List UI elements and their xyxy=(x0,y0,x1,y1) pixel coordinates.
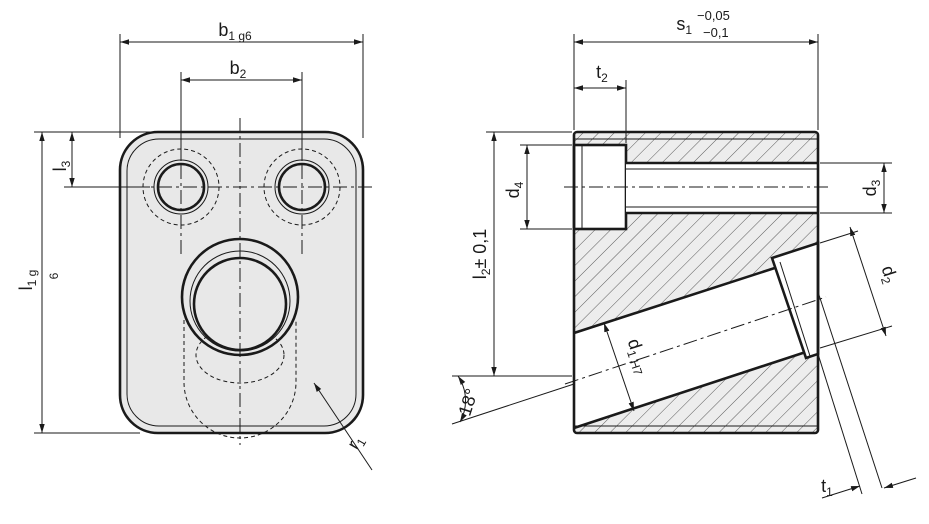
svg-text:s1: s1 xyxy=(676,14,692,37)
svg-text:t2: t2 xyxy=(596,62,608,85)
d3-subscript: 3 xyxy=(869,179,883,186)
s1-label: s xyxy=(676,14,685,34)
svg-text:d4: d4 xyxy=(503,181,526,198)
s1-subscript: 1 xyxy=(685,23,692,37)
d2-subscript: 2 xyxy=(878,275,893,286)
inclined-bore-cavity xyxy=(574,254,818,428)
svg-text:l1 g: l1 g xyxy=(16,270,39,291)
svg-text:t1: t1 xyxy=(821,476,833,499)
dimension-t1: t1 xyxy=(817,291,917,499)
section-view: s1 −0,05 −0,1 t2 d4 d3 xyxy=(451,8,917,499)
l3-subscript: 3 xyxy=(59,160,73,167)
front-view: b1 g6 b2 l3 l1 g 6 r1 xyxy=(16,20,375,471)
b1-subscript: 1 g6 xyxy=(228,29,252,43)
dimension-d2: d2 xyxy=(819,226,902,349)
dimension-l1: l1 g 6 xyxy=(16,131,140,434)
b1-label: b xyxy=(218,20,228,40)
svg-text:d2: d2 xyxy=(875,263,902,286)
section-outline xyxy=(572,130,820,435)
t2-label: t xyxy=(596,62,601,82)
svg-text:r1: r1 xyxy=(343,431,369,454)
b2-subscript: 2 xyxy=(240,67,247,81)
l2-subscript: 2 xyxy=(479,268,493,275)
svg-text:b2: b2 xyxy=(230,58,247,81)
s1-tolerance-upper: −0,05 xyxy=(697,8,730,23)
s1-tolerance-lower: −0,1 xyxy=(703,25,729,40)
l1-tolerance-class: 6 xyxy=(47,272,61,279)
dimension-angle: 18° xyxy=(451,375,575,425)
dimension-t2: t2 xyxy=(574,62,627,143)
dimension-d3: d3 xyxy=(820,162,892,214)
dimension-d4: d4 xyxy=(503,144,572,230)
t2-subscript: 2 xyxy=(601,71,608,85)
l2-label: l xyxy=(470,275,490,279)
dimension-s1: s1 −0,05 −0,1 xyxy=(573,8,819,130)
l1-subscript: 1 g xyxy=(25,270,39,287)
angle-label: 18° xyxy=(455,386,482,418)
svg-text:l3: l3 xyxy=(50,160,73,171)
dimension-l2: l2± 0,1 xyxy=(470,131,572,377)
through-hole-cavity xyxy=(626,163,818,213)
l1-label: l xyxy=(16,286,36,290)
front-view-inner-edge xyxy=(126,138,357,427)
d4-label: d xyxy=(503,188,523,198)
svg-text:d3: d3 xyxy=(860,179,883,196)
l3-label: l xyxy=(50,167,70,171)
svg-text:l2± 0,1: l2± 0,1 xyxy=(470,229,493,280)
b2-label: b xyxy=(230,58,240,78)
dimension-b1: b1 g6 xyxy=(119,20,364,138)
t1-label: t xyxy=(821,476,826,496)
d3-label: d xyxy=(860,186,880,196)
svg-text:b1 g6: b1 g6 xyxy=(218,20,252,43)
l2-tolerance: ± 0,1 xyxy=(470,229,490,269)
t1-subscript: 1 xyxy=(826,485,833,499)
d4-subscript: 4 xyxy=(512,181,526,188)
dimension-b2: b2 xyxy=(180,58,303,160)
